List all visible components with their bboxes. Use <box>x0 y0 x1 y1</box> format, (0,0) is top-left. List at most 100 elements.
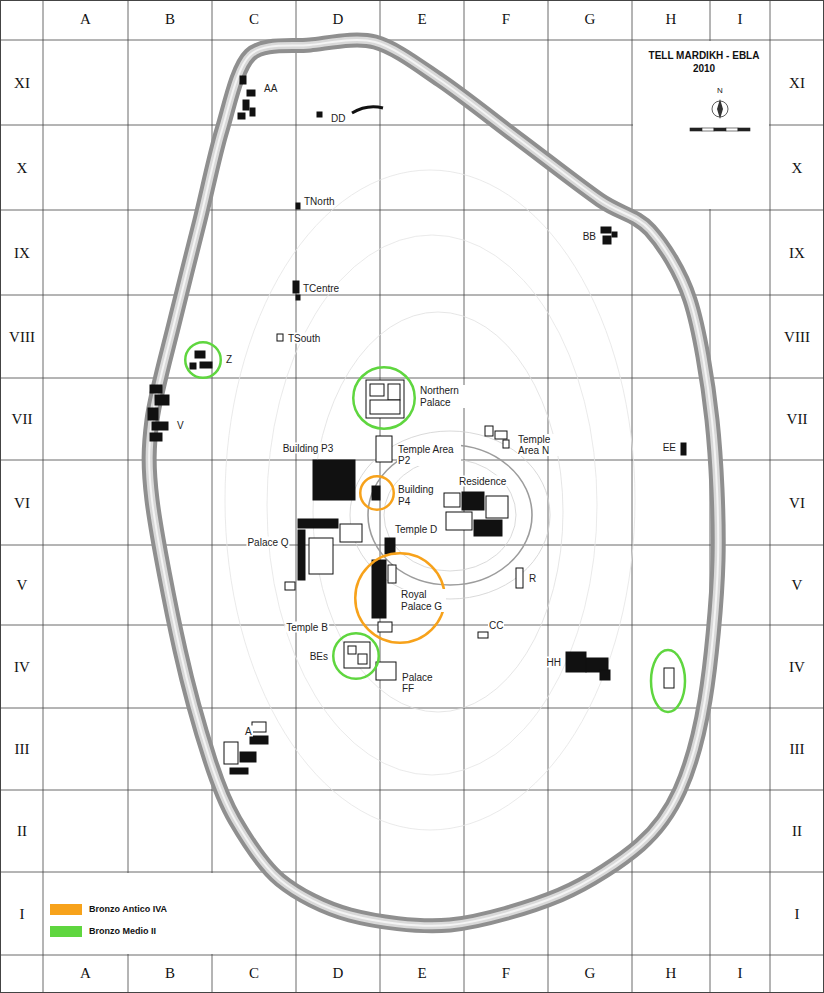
site-label: Temple Area P2 <box>397 444 461 466</box>
building-plan <box>566 652 586 672</box>
building-plan <box>444 493 460 507</box>
grid-reference: E <box>417 965 426 982</box>
site-label: DD <box>330 113 346 124</box>
period-circle: Royal Palace G <box>354 552 446 644</box>
site-label: Building P3 <box>282 443 335 454</box>
building-plan <box>348 646 356 654</box>
grid-reference: IX <box>789 244 805 261</box>
period-circle-stroke <box>333 633 379 679</box>
building-plan <box>296 203 300 209</box>
site-label: Residence <box>458 476 507 487</box>
rampart-crest <box>149 40 718 926</box>
grid-reference: V <box>17 577 28 594</box>
circle-outline <box>352 366 416 430</box>
building-plan <box>296 295 300 300</box>
building-plan <box>516 568 523 588</box>
grid-line <box>0 872 824 873</box>
legend-row: Bronzo Antico IVA <box>50 898 167 920</box>
building-plan <box>224 742 238 764</box>
building-plan <box>313 460 355 500</box>
building-plan <box>664 668 674 688</box>
building-plan <box>370 400 400 414</box>
building-plan <box>285 582 295 590</box>
site-label: V <box>176 420 185 431</box>
building-plan <box>446 512 472 530</box>
scale-segment <box>690 128 702 131</box>
grid-line <box>0 625 824 626</box>
grid-reference: III <box>790 741 805 758</box>
building-plan <box>358 654 367 664</box>
building-plan <box>388 565 396 583</box>
building-plan <box>681 443 686 455</box>
building-plan <box>372 486 380 500</box>
scale-bar <box>690 128 750 131</box>
grid-reference: I <box>738 11 743 28</box>
building-plan <box>150 385 162 393</box>
building-plan <box>385 538 395 554</box>
site-label: TSouth <box>287 333 321 344</box>
grid-reference: VIII <box>784 328 810 345</box>
scale-segment <box>714 128 726 131</box>
site-label: Royal Palace G <box>400 589 446 612</box>
period-circle: BEs <box>332 632 380 680</box>
period-circle-stroke <box>353 367 415 429</box>
building-plan <box>247 90 255 96</box>
grid-reference: G <box>585 11 596 28</box>
wall-trace <box>352 107 383 113</box>
excavated-structures <box>148 76 686 774</box>
grid-reference: II <box>17 823 27 840</box>
legend-panel <box>44 873 295 954</box>
building-plan <box>340 524 362 542</box>
grid-reference: V <box>792 577 803 594</box>
grid-line <box>128 0 129 993</box>
grid-reference: VI <box>14 494 30 511</box>
building-plan <box>485 426 493 436</box>
grid-line <box>43 0 44 993</box>
site-label: Temple B <box>285 622 329 633</box>
contour-line <box>368 445 532 585</box>
building-plan <box>478 632 488 638</box>
rampart-crest <box>149 40 718 926</box>
map-title: TELL MARDIKH - EBLA 2010 <box>640 49 768 75</box>
legend-row: Bronzo Medio II <box>50 920 167 942</box>
grid-reference: E <box>417 11 426 28</box>
building-plan <box>376 662 396 680</box>
site-label: A <box>244 726 253 737</box>
legend-swatch <box>50 926 82 937</box>
grid-reference: G <box>585 965 596 982</box>
grid-line <box>0 210 824 211</box>
grid-reference: I <box>738 965 743 982</box>
building-plan <box>190 363 196 369</box>
grid-line <box>0 40 824 41</box>
building-plan <box>462 492 484 510</box>
legend-swatch <box>50 904 82 915</box>
building-plan <box>200 362 212 368</box>
grid-reference: III <box>15 741 30 758</box>
building-plan <box>152 422 168 430</box>
building-plan <box>155 395 169 405</box>
building-plan <box>243 100 249 110</box>
legend-text: Bronzo Medio II <box>89 926 156 936</box>
building-plan <box>298 530 305 580</box>
grid-reference: D <box>333 11 344 28</box>
contour-line <box>267 235 597 775</box>
site-label: R <box>528 573 537 584</box>
building-plan <box>601 227 611 233</box>
grid-reference: IV <box>789 658 805 675</box>
grid-line <box>0 295 824 296</box>
building-plan <box>195 351 205 358</box>
grid-line <box>0 790 824 791</box>
building-plan <box>366 380 404 418</box>
grid-reference: XI <box>789 74 805 91</box>
building-plan <box>317 112 322 117</box>
building-plan <box>240 76 246 84</box>
rampart <box>149 40 718 926</box>
grid-reference: F <box>502 11 510 28</box>
grid-reference: VII <box>787 411 808 428</box>
circle-outline <box>359 475 395 511</box>
site-label: Palace FF <box>401 672 441 694</box>
building-plan <box>277 334 283 341</box>
building-plan <box>495 431 507 439</box>
